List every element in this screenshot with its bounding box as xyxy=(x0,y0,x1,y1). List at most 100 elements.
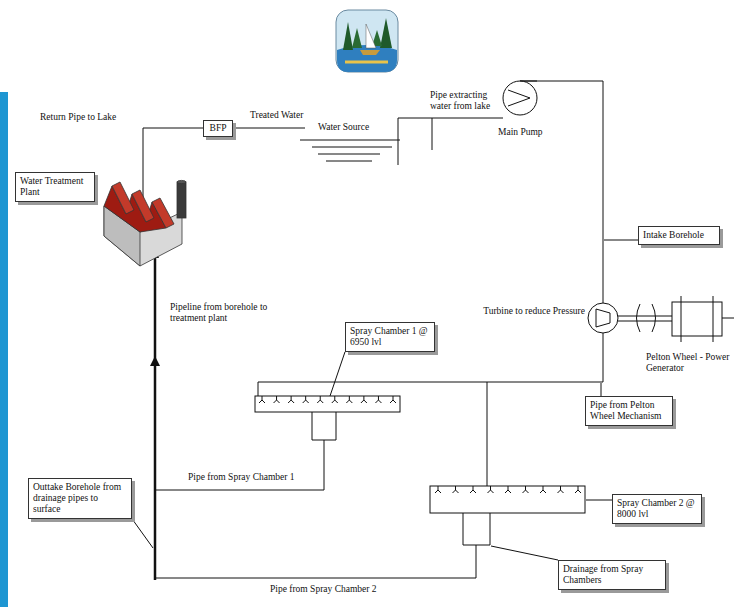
pelton-wheel xyxy=(618,321,672,322)
outtake-pipe xyxy=(150,254,160,580)
leader-line xyxy=(132,519,153,548)
water-surface xyxy=(300,140,400,141)
side-bar xyxy=(0,92,8,607)
pump-symbol xyxy=(520,81,537,82)
leader-line xyxy=(330,352,345,396)
lake-icon xyxy=(336,10,398,72)
callout-text: Spray Chamber 2 @ 8000 lvl xyxy=(617,498,697,520)
label-text: Main Pump xyxy=(498,127,543,137)
callout-box: Spray Chamber 1 @ 6950 lvl xyxy=(345,322,435,352)
pipe xyxy=(432,118,433,150)
pipe xyxy=(258,382,259,396)
pump-symbol xyxy=(503,81,537,115)
leader-line xyxy=(604,240,638,241)
pipe-label: Pipe from Spray Chamber 1 xyxy=(188,472,328,483)
pipe-label: Pelton Wheel - Power Generator xyxy=(646,352,732,374)
callout-box: BFP xyxy=(203,120,233,137)
leader-line xyxy=(601,383,602,396)
factory-illustration xyxy=(112,182,134,214)
factory-illustration xyxy=(177,182,186,218)
callout-box: Spray Chamber 2 @ 8000 lvl xyxy=(612,494,702,524)
factory-illustration xyxy=(152,198,174,228)
pipe xyxy=(487,382,488,486)
drain xyxy=(155,545,476,578)
label-text: Pipe from Spray Chamber 2 xyxy=(270,584,377,594)
drain xyxy=(155,412,490,578)
callout-box: Water Treatment Plant xyxy=(15,172,95,202)
pipe-label: Pipeline from borehole to treatment plan… xyxy=(170,302,292,324)
pelton-wheel xyxy=(637,304,641,332)
callout-text: Intake Borehole xyxy=(643,230,715,241)
spray-chamber xyxy=(259,396,396,403)
label-text: Pelton Wheel - Power Generator xyxy=(646,352,729,373)
pelton-wheel xyxy=(652,304,656,332)
turbine-symbol xyxy=(596,309,610,327)
pipe-label: Pipe extracting water from lake xyxy=(430,90,510,112)
label-text: Water Source xyxy=(318,122,369,132)
water-surface xyxy=(300,140,400,161)
lake-icon xyxy=(352,28,362,48)
callout-text: Pipe from Pelton Wheel Mechanism xyxy=(590,400,668,422)
callout-box: Pipe from Pelton Wheel Mechanism xyxy=(585,396,673,426)
pipe xyxy=(143,81,603,303)
pipe xyxy=(520,81,603,303)
pipe-label: Pipe from Spray Chamber 2 xyxy=(270,584,410,595)
pelton-wheel xyxy=(618,296,734,342)
factory-illustration xyxy=(132,190,154,222)
spray-chamber xyxy=(430,486,585,513)
lake-icon xyxy=(380,18,392,48)
pipe-label: Treated Water xyxy=(250,110,320,121)
turbine-symbol xyxy=(588,303,618,333)
label-text: Turbine to reduce Pressure xyxy=(483,306,585,316)
pipe-label: Water Source xyxy=(318,122,398,133)
pelton-wheel xyxy=(672,302,722,336)
callout-text: Outtake Borehole from drainage pipes to … xyxy=(33,482,127,515)
spray-chamber xyxy=(255,396,400,412)
outtake-pipe xyxy=(154,254,157,580)
leader-line xyxy=(586,500,612,501)
callout-text: Water Treatment Plant xyxy=(20,176,90,198)
factory-illustration xyxy=(177,180,186,183)
pipe xyxy=(398,118,503,165)
lake-icon xyxy=(366,24,376,48)
water-surface xyxy=(312,147,392,148)
label-text: Pipe extracting water from lake xyxy=(430,90,490,111)
label-text: Return Pipe to Lake xyxy=(40,112,116,122)
spray-chamber xyxy=(255,396,400,412)
drain xyxy=(155,440,324,490)
drain xyxy=(463,513,490,545)
water-surface xyxy=(326,161,372,162)
turbine-symbol xyxy=(588,303,618,333)
label-text: Pipe from Spray Chamber 1 xyxy=(188,472,295,482)
pipe-label: Return Pipe to Lake xyxy=(40,112,140,123)
callout-box: Intake Borehole xyxy=(638,226,720,245)
spray-chamber xyxy=(435,486,581,493)
pelton-wheel xyxy=(713,296,714,342)
callout-text: BFP xyxy=(205,123,231,134)
label-text: Pipeline from borehole to treatment plan… xyxy=(170,302,267,323)
lake-icon xyxy=(360,50,380,55)
lake-icon xyxy=(345,61,388,64)
callout-text: Drainage from Spray Chambers xyxy=(563,564,661,586)
callout-box: Drainage from Spray Chambers xyxy=(558,560,666,590)
pelton-wheel xyxy=(618,316,672,317)
callout-box: Outtake Borehole from drainage pipes to … xyxy=(28,478,132,519)
drain xyxy=(312,412,336,440)
spray-chamber xyxy=(430,486,585,513)
lake-icon xyxy=(336,10,398,72)
leader-line xyxy=(491,546,558,560)
pipe xyxy=(143,128,203,205)
pipe xyxy=(233,128,305,129)
pipe-label: Main Pump xyxy=(498,127,558,138)
outtake-pipe xyxy=(150,356,160,366)
pelton-wheel xyxy=(681,296,682,342)
pump-symbol xyxy=(508,90,530,106)
lake-icon xyxy=(343,22,353,50)
water-surface xyxy=(318,154,380,155)
label-text: Treated Water xyxy=(250,110,303,120)
callout-text: Spray Chamber 1 @ 6950 lvl xyxy=(350,326,430,348)
pump-symbol xyxy=(503,81,537,115)
pipe-label: Turbine to reduce Pressure xyxy=(440,306,585,317)
factory-illustration xyxy=(104,180,186,266)
